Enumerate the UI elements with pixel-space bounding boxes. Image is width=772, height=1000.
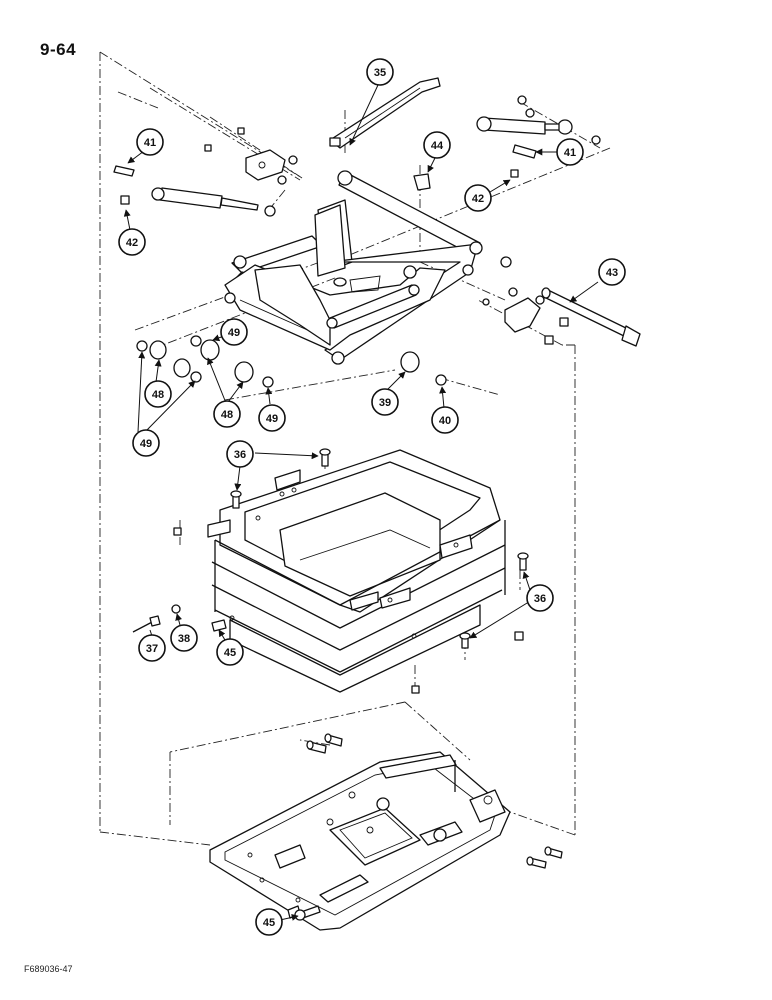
svg-text:38: 38: [178, 633, 190, 645]
callout-48-center: 48: [213, 400, 241, 428]
svg-text:45: 45: [224, 647, 236, 659]
callout-39: 39: [371, 388, 399, 416]
callout-36-top: 36: [226, 440, 254, 468]
alignment-lines: [99, 51, 611, 846]
scissor-mechanism: [224, 170, 483, 365]
part-44-bumper: [413, 173, 431, 191]
callout-42-right: 42: [464, 184, 492, 212]
part-35-lever: [329, 77, 441, 149]
callout-49-bottom: 49: [132, 429, 160, 457]
svg-text:36: 36: [234, 449, 246, 461]
callout-48-left: 48: [144, 380, 172, 408]
svg-text:45: 45: [263, 917, 275, 929]
callout-44: 44: [423, 131, 451, 159]
callout-38: 38: [170, 624, 198, 652]
part-43-shaft: [541, 287, 641, 347]
callout-45-bottom: 45: [255, 908, 283, 936]
svg-text:49: 49: [228, 327, 240, 339]
svg-text:44: 44: [431, 140, 444, 152]
figure-id: F689036-47: [24, 964, 73, 974]
svg-text:41: 41: [564, 147, 576, 159]
callout-43: 43: [598, 258, 626, 286]
svg-text:49: 49: [140, 438, 152, 450]
callout-36-right: 36: [526, 584, 554, 612]
svg-text:42: 42: [126, 237, 138, 249]
callout-41-right: 41: [556, 138, 584, 166]
callout-49-center: 49: [258, 404, 286, 432]
left-shock-absorber: [113, 165, 276, 217]
callout-45-middle: 45: [216, 638, 244, 666]
svg-text:40: 40: [439, 415, 451, 427]
svg-text:42: 42: [472, 193, 484, 205]
bellows-cover: [207, 449, 506, 693]
right-bracket: [482, 256, 569, 345]
base-fasteners: [294, 733, 563, 921]
callout-41-left: 41: [136, 128, 164, 156]
callout-37: 37: [138, 634, 166, 662]
right-shock-absorber: [476, 95, 601, 178]
svg-text:37: 37: [146, 643, 158, 655]
svg-text:49: 49: [266, 413, 278, 425]
bushings: [136, 335, 447, 388]
bellows-fasteners: [132, 448, 529, 694]
svg-text:39: 39: [379, 397, 391, 409]
callout-35: 35: [366, 58, 394, 86]
svg-text:41: 41: [144, 137, 156, 149]
seat-base-plate: [209, 751, 511, 931]
callout-42-left: 42: [118, 228, 146, 256]
leader-lines: [123, 84, 599, 921]
page-number: 9-64: [40, 40, 77, 59]
svg-text:35: 35: [374, 67, 386, 79]
svg-text:48: 48: [221, 409, 233, 421]
left-bracket: [204, 127, 298, 185]
callout-49-top: 49: [220, 318, 248, 346]
svg-text:36: 36: [534, 593, 546, 605]
svg-text:43: 43: [606, 267, 618, 279]
svg-text:48: 48: [152, 389, 164, 401]
callout-40: 40: [431, 406, 459, 434]
